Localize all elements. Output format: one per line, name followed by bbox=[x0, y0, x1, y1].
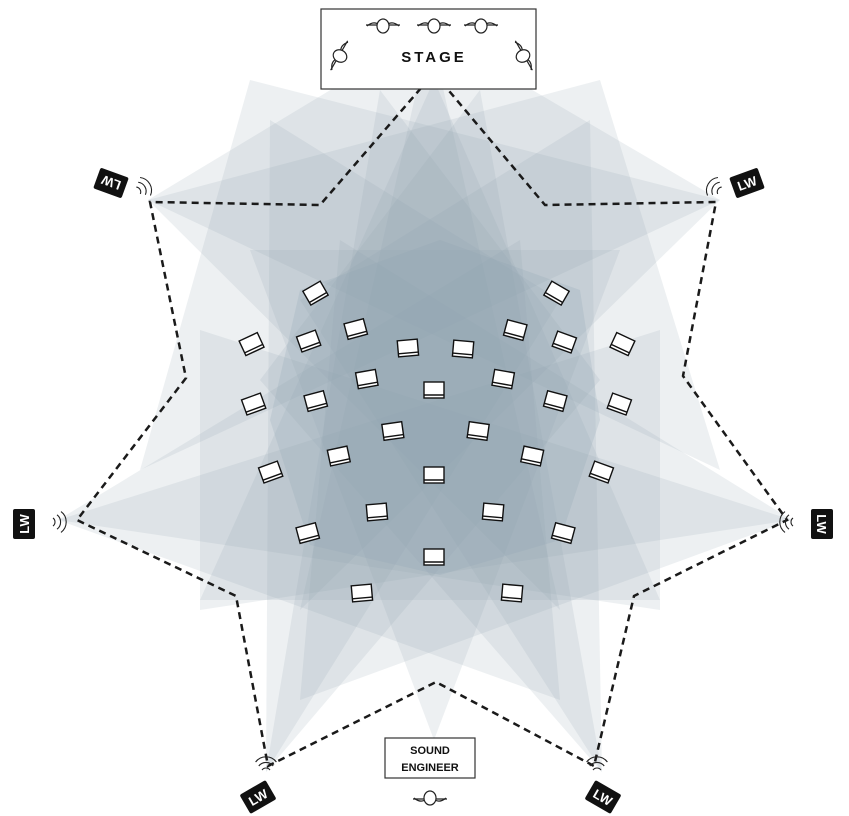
seat-icon bbox=[365, 502, 389, 522]
mic-label: LW bbox=[735, 173, 759, 194]
sound-engineer-box bbox=[384, 737, 476, 779]
seat-icon bbox=[451, 339, 475, 359]
mic-body bbox=[13, 509, 35, 539]
seat-icon bbox=[550, 521, 576, 545]
mic-label: LW bbox=[17, 514, 32, 534]
seat-icon bbox=[542, 280, 571, 307]
seat-icon bbox=[519, 445, 545, 467]
seat-icon bbox=[500, 583, 524, 603]
coverage-beam bbox=[250, 250, 620, 740]
seat-icon bbox=[551, 330, 578, 354]
seat-icon bbox=[238, 331, 265, 357]
coverage-beam bbox=[148, 30, 560, 610]
sound-wave-icon bbox=[136, 176, 153, 196]
seat-icon bbox=[240, 392, 267, 416]
coverage-beam bbox=[58, 240, 560, 700]
person-icon bbox=[413, 790, 447, 806]
seat-icon bbox=[354, 368, 379, 390]
seat-icon bbox=[381, 420, 405, 442]
sound-wave-icon bbox=[52, 511, 67, 533]
coverage-beam bbox=[266, 120, 560, 772]
coverage-beam bbox=[300, 120, 602, 772]
seat-icon bbox=[491, 368, 516, 390]
seating-area bbox=[238, 280, 636, 603]
seat-icon bbox=[343, 317, 369, 341]
wireless-mic-icon: LW bbox=[585, 756, 621, 814]
seat-icon bbox=[481, 502, 505, 522]
coverage-beam bbox=[300, 240, 792, 700]
seat-icon bbox=[606, 392, 633, 416]
wireless-mic-icon: LW bbox=[13, 509, 67, 539]
sound-wave-icon bbox=[255, 756, 277, 771]
seat-icon bbox=[295, 329, 322, 353]
mic-label: LW bbox=[99, 172, 123, 193]
coverage-beam bbox=[58, 330, 660, 610]
seat-icon bbox=[326, 445, 352, 467]
stage-performers bbox=[330, 18, 533, 71]
mic-body bbox=[93, 168, 129, 198]
wireless-mic-icon: LW bbox=[705, 168, 765, 198]
person-icon bbox=[330, 40, 349, 71]
seat-icon bbox=[588, 460, 615, 484]
coverage-beam bbox=[266, 90, 600, 772]
wireless-mic-icon: LW bbox=[93, 168, 153, 198]
person-icon bbox=[417, 18, 451, 34]
mic-body bbox=[585, 780, 621, 814]
sound-engineer-person bbox=[413, 790, 447, 806]
coverage-beam bbox=[148, 80, 720, 470]
seat-icon bbox=[542, 389, 568, 413]
seat-icon bbox=[396, 338, 420, 358]
seat-icon bbox=[295, 521, 321, 545]
mic-label: LW bbox=[814, 514, 829, 534]
person-icon bbox=[366, 18, 400, 34]
stage-label: STAGE bbox=[401, 49, 467, 66]
seat-icon bbox=[423, 548, 445, 566]
sound-wave-icon bbox=[586, 756, 608, 771]
wireless-mic-icon: LW bbox=[779, 509, 833, 539]
sound-wave-icon bbox=[779, 511, 794, 533]
sound-engineer-label-line2: ENGINEER bbox=[401, 762, 459, 774]
sound-engineer-label-line1: SOUND bbox=[410, 745, 450, 757]
seat-icon bbox=[257, 460, 284, 484]
microphones: LW LW LW LW LW LW bbox=[13, 168, 833, 814]
person-icon bbox=[464, 18, 498, 34]
coverage-beam bbox=[200, 330, 792, 610]
seat-icon bbox=[466, 420, 490, 442]
coverage-boundary bbox=[75, 71, 789, 768]
seat-icon bbox=[303, 389, 329, 413]
seat-icon bbox=[502, 318, 528, 342]
seat-icon bbox=[423, 381, 445, 399]
person-icon bbox=[514, 40, 533, 71]
sound-engineer-station: SOUND ENGINEER bbox=[384, 737, 476, 806]
mic-body bbox=[729, 168, 765, 198]
stage: STAGE bbox=[320, 8, 537, 90]
seat-icon bbox=[609, 331, 636, 357]
mic-body bbox=[811, 509, 833, 539]
coverage-beam bbox=[140, 80, 720, 470]
seat-icon bbox=[301, 280, 330, 307]
wireless-mic-icon: LW bbox=[240, 756, 277, 814]
sound-wave-icon bbox=[705, 176, 722, 196]
seat-icon bbox=[350, 583, 374, 603]
mic-body bbox=[240, 780, 276, 814]
coverage-beam bbox=[200, 80, 660, 600]
seat-icon bbox=[423, 466, 445, 484]
